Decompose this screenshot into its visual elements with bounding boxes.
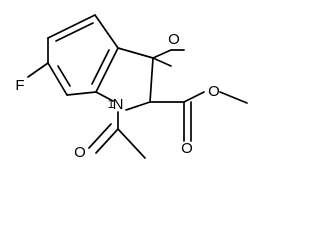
bond-five-3 bbox=[125, 101, 151, 111]
bond-ring-inner-2 bbox=[91, 49, 110, 85]
bond-five-2 bbox=[149, 57, 154, 103]
bond-ester-5 bbox=[219, 91, 248, 104]
fluorine-label: F bbox=[15, 77, 24, 94]
ester-carbonyl-oxygen-label: O bbox=[181, 140, 193, 157]
bond-ring-5 bbox=[47, 62, 68, 96]
bond-ester-2 bbox=[183, 91, 205, 103]
bond-ring-2 bbox=[94, 14, 119, 49]
bond-ring-3 bbox=[95, 47, 119, 93]
nitrogen-locant-label: 1 bbox=[108, 97, 115, 111]
bond-ring-inner-1 bbox=[55, 22, 94, 42]
chemical-structure-diagram: F N 1 O O O O bbox=[15, 14, 248, 161]
bond-n-acetyl-2 bbox=[117, 128, 146, 159]
bond-ketone-2 bbox=[152, 57, 172, 67]
ketone-oxygen-label: O bbox=[168, 31, 180, 48]
ester-ether-oxygen-label: O bbox=[208, 83, 220, 100]
bond-f bbox=[27, 62, 49, 78]
acetyl-oxygen-label: O bbox=[74, 144, 86, 161]
structure-canvas: F N 1 O O O O bbox=[15, 14, 248, 161]
bond-ketone-1 bbox=[152, 49, 172, 59]
bond-five-4 bbox=[95, 91, 114, 102]
bond-ring-1 bbox=[47, 14, 96, 39]
bond-five-1 bbox=[117, 47, 154, 59]
bond-acetyl-o-2 bbox=[88, 123, 112, 149]
nitrogen-label: N bbox=[113, 96, 124, 113]
bond-acetyl-o-1 bbox=[95, 128, 119, 154]
bond-ring-inner-3 bbox=[57, 65, 71, 87]
bond-ring-4 bbox=[66, 91, 97, 96]
